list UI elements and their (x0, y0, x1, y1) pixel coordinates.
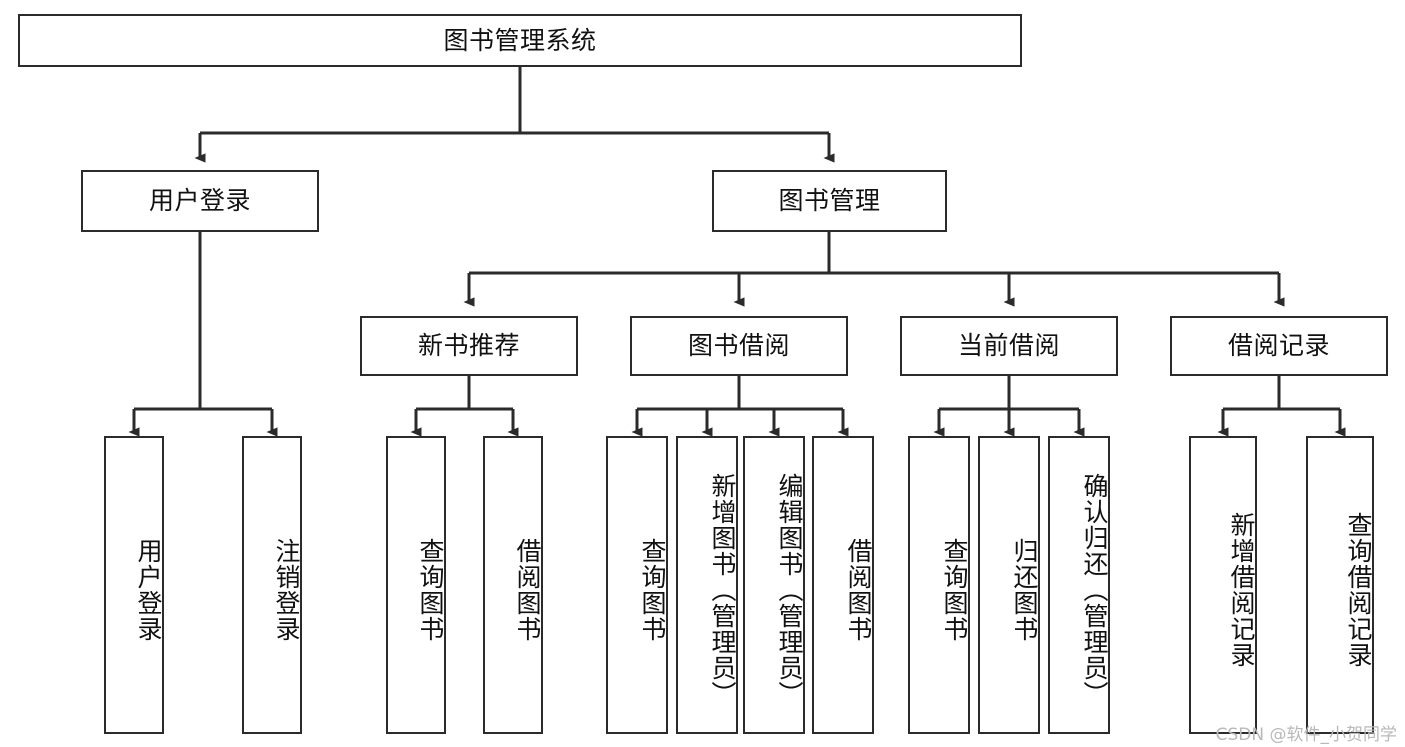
node-root-图书管理系统[interactable]: 图书管理系统 (18, 14, 1022, 67)
node-leaf-用户登录[interactable]: 用户登录 (104, 436, 164, 734)
node-label: 图书管理 (778, 186, 881, 216)
node-label: 查询图书 (416, 538, 445, 642)
node-leaf-查询借阅记录[interactable]: 查询借阅记录 (1306, 436, 1374, 734)
node-label: 用户登录 (134, 538, 163, 642)
node-label: 借阅图书 (844, 538, 873, 642)
node-leaf-确认归还管理员[interactable]: 确认归还（管理员） (1048, 436, 1110, 734)
node-leaf-新增借阅记录[interactable]: 新增借阅记录 (1189, 436, 1257, 734)
node-leaf-借阅图书[interactable]: 借阅图书 (483, 436, 543, 734)
node-leaf-注销登录[interactable]: 注销登录 (242, 436, 302, 734)
node-label: 编辑图书（管理员） (775, 473, 804, 707)
node-label: 新增图书（管理员） (708, 473, 737, 707)
node-level3-图书借阅[interactable]: 图书借阅 (630, 316, 848, 376)
node-label: 图书借阅 (687, 331, 790, 361)
node-level2-用户登录[interactable]: 用户登录 (81, 170, 319, 232)
node-leaf-编辑图书管理员[interactable]: 编辑图书（管理员） (743, 436, 805, 734)
node-label: 借阅记录 (1227, 331, 1330, 361)
node-label: 新书推荐 (417, 331, 520, 361)
node-label: 归还图书 (1010, 538, 1039, 642)
node-label: 新增借阅记录 (1227, 512, 1256, 668)
node-label: 用户登录 (148, 186, 251, 216)
node-leaf-查询图书[interactable]: 查询图书 (386, 436, 446, 734)
node-label: 借阅图书 (513, 538, 542, 642)
node-leaf-查询图书[interactable]: 查询图书 (908, 436, 970, 734)
node-leaf-归还图书[interactable]: 归还图书 (978, 436, 1040, 734)
node-label: 查询图书 (940, 538, 969, 642)
node-label: 当前借阅 (957, 331, 1060, 361)
node-level3-借阅记录[interactable]: 借阅记录 (1170, 316, 1388, 376)
node-label: 查询图书 (638, 538, 667, 642)
node-label: 注销登录 (272, 538, 301, 642)
node-level3-当前借阅[interactable]: 当前借阅 (900, 316, 1118, 376)
node-leaf-查询图书[interactable]: 查询图书 (606, 436, 668, 734)
node-leaf-新增图书管理员[interactable]: 新增图书（管理员） (676, 436, 738, 734)
node-label: 查询借阅记录 (1344, 512, 1373, 668)
node-level3-新书推荐[interactable]: 新书推荐 (360, 316, 578, 376)
node-label: 图书管理系统 (443, 25, 597, 55)
node-label: 确认归还（管理员） (1080, 473, 1109, 707)
node-leaf-借阅图书[interactable]: 借阅图书 (812, 436, 874, 734)
node-level2-图书管理[interactable]: 图书管理 (712, 170, 947, 232)
